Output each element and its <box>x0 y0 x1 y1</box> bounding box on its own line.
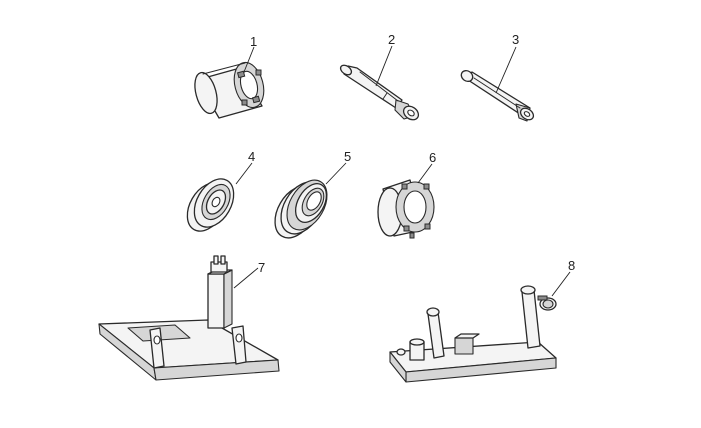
callout-number-4: 4 <box>248 149 255 164</box>
part-3-pin-rod <box>460 70 535 122</box>
part-8-fixture-rail <box>389 285 557 383</box>
part-1-socket-sleeve <box>194 61 265 119</box>
callout-number-2: 2 <box>388 32 395 47</box>
leader-line-3 <box>495 46 517 94</box>
part-4-flat-bushing <box>186 178 235 232</box>
leader-line-7 <box>233 267 259 289</box>
leader-line-5 <box>325 162 347 185</box>
part-6-slotted-sleeve <box>377 179 435 239</box>
callout-number-8: 8 <box>568 258 575 273</box>
callout-number-7: 7 <box>258 260 265 275</box>
callout-number-6: 6 <box>429 150 436 165</box>
callout-number-5: 5 <box>344 149 351 164</box>
callout-number-3: 3 <box>512 32 519 47</box>
leader-line-6 <box>417 163 433 184</box>
part-7-support-base-plate <box>98 255 280 381</box>
part-5-stepped-ring <box>274 179 328 239</box>
callout-number-1: 1 <box>250 34 257 49</box>
leader-line-4 <box>235 162 253 185</box>
leader-line-8 <box>551 271 571 297</box>
part-2-threaded-shaft <box>339 64 420 121</box>
leader-line-2 <box>375 45 393 87</box>
leader-line-1 <box>243 46 255 73</box>
